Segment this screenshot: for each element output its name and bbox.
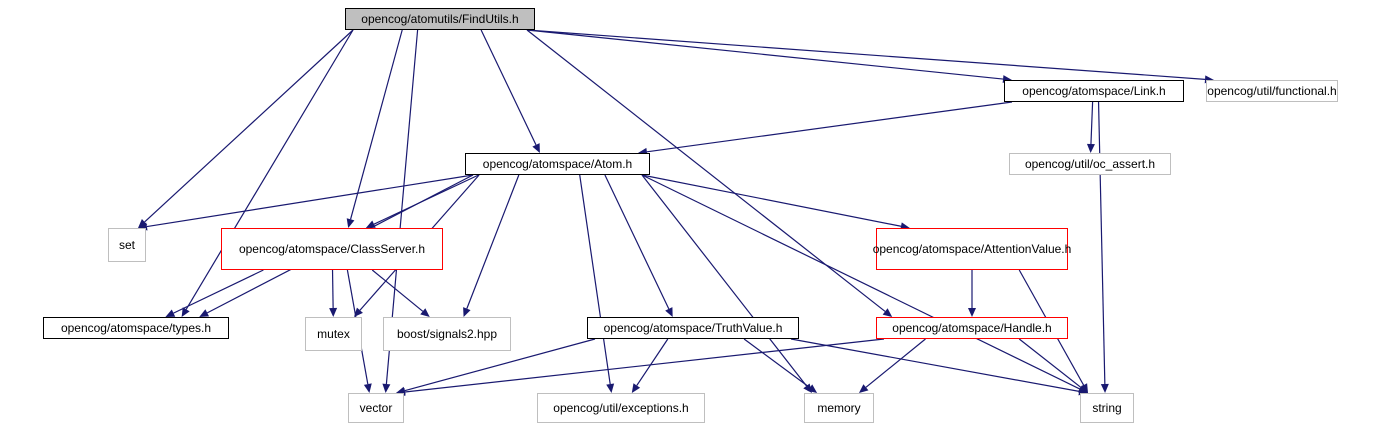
- node-handle[interactable]: opencog/atomspace/Handle.h: [876, 317, 1068, 339]
- edge-findutils-types: [185, 29, 354, 310]
- arrowhead-truthvalue-exceptions: [631, 383, 641, 393]
- arrowhead-findutils-classserver: [346, 218, 355, 228]
- edge-truthvalue-vector: [404, 338, 596, 392]
- edge-truthvalue-exceptions: [636, 338, 669, 386]
- node-label: memory: [817, 401, 861, 415]
- edge-handle-memory: [865, 338, 926, 388]
- arrowhead-handle-memory: [858, 384, 869, 393]
- edge-findutils-set: [144, 29, 354, 223]
- node-label: set: [118, 238, 135, 252]
- node-string[interactable]: string: [1080, 393, 1134, 423]
- node-vector[interactable]: vector: [348, 393, 404, 423]
- arrowhead-truthvalue-memory: [807, 384, 818, 393]
- node-atom[interactable]: opencog/atomspace/Atom.h: [465, 153, 650, 175]
- edge-handle-string: [1018, 338, 1082, 388]
- arrowhead-findutils-set: [138, 218, 148, 228]
- node-label: Value.h: [1031, 242, 1072, 256]
- arrowhead-classserver-mutex: [329, 307, 338, 317]
- node-label: opencog/atomspace/types.h: [60, 321, 212, 335]
- node-findutils[interactable]: opencog/atomutils/FindUtils.h: [345, 8, 535, 30]
- edge-findutils-classserver: [349, 29, 403, 220]
- node-label: opencog/atomspace/ClassServer.h: [238, 242, 426, 256]
- edge-atom-signals2: [466, 174, 520, 309]
- node-classserver[interactable]: opencog/atomspace/ClassServer.h: [221, 228, 443, 270]
- node-memory[interactable]: memory: [804, 393, 874, 423]
- edge-atom-attention: [641, 174, 902, 227]
- arrowhead-findutils-atom: [532, 143, 540, 153]
- arrowhead-findutils-types: [181, 307, 190, 317]
- edge-truthvalue-memory: [743, 338, 811, 389]
- node-truthvalue[interactable]: opencog/atomspace/TruthValue.h: [587, 317, 799, 339]
- node-mutex[interactable]: mutex: [305, 317, 362, 351]
- node-label: boost/signals2.hpp: [396, 327, 498, 341]
- node-oc_assert[interactable]: opencog/util/oc_assert.h: [1009, 153, 1171, 175]
- node-label: opencog/atomspace/Handle.h: [892, 321, 1052, 335]
- node-functional[interactable]: opencog/util/functional.h: [1206, 80, 1338, 102]
- arrowhead-handle-string: [1078, 384, 1088, 393]
- edge-truthvalue-string: [790, 338, 1080, 392]
- edge-atom-exceptions: [579, 174, 611, 385]
- node-exceptions[interactable]: opencog/util/exceptions.h: [537, 393, 705, 423]
- edge-handle-vector: [404, 338, 885, 393]
- arrowhead-attention-handle: [968, 308, 976, 317]
- node-label: opencog/atomspace/Attention: [872, 242, 1032, 256]
- edge-atom-truthvalue: [604, 174, 670, 310]
- edge-findutils-atom: [480, 29, 537, 146]
- edge-classserver-signals2: [371, 269, 424, 312]
- edge-classserver-types: [173, 269, 264, 314]
- node-link[interactable]: opencog/atomspace/Link.h: [1004, 80, 1184, 102]
- edge-findutils-functional: [526, 29, 1206, 80]
- node-label: opencog/atomspace/Link.h: [1022, 84, 1166, 98]
- node-label: mutex: [317, 327, 350, 341]
- node-label: opencog/atomspace/TruthValue.h: [603, 321, 783, 335]
- node-label: opencog/util/functional.h: [1207, 84, 1337, 98]
- edge-link-atom: [646, 101, 1013, 153]
- edge-findutils-link: [526, 29, 1004, 80]
- edge-atom-memory: [641, 174, 807, 387]
- arrowhead-atom-exceptions: [606, 383, 615, 393]
- edge-classserver-mutex: [331, 269, 334, 309]
- node-label: vector: [359, 401, 393, 415]
- arrowhead-classserver-types: [165, 309, 176, 317]
- arrowhead-link-string: [1100, 383, 1109, 393]
- edge-link-oc_assert: [1090, 101, 1094, 145]
- arrowhead-findutils-vector: [382, 383, 391, 393]
- node-set[interactable]: set: [108, 228, 146, 262]
- node-label: opencog/atomspace/Atom.h: [482, 157, 633, 171]
- node-label: opencog/util/exceptions.h: [553, 401, 689, 415]
- arrowhead-findutils-handle: [882, 308, 893, 317]
- node-label: opencog/util/oc_assert.h: [1024, 157, 1156, 171]
- node-label: opencog/atomutils/FindUtils.h: [361, 12, 519, 26]
- arrowhead-atom-truthvalue: [665, 307, 673, 317]
- arrowhead-link-oc_assert: [1086, 143, 1095, 153]
- node-signals2[interactable]: boost/signals2.hpp: [383, 317, 511, 351]
- arrowhead-atom-signals2: [463, 307, 471, 317]
- node-label: string: [1092, 401, 1122, 415]
- node-types[interactable]: opencog/atomspace/types.h: [43, 317, 229, 339]
- arrowhead-classserver-signals2: [420, 308, 430, 317]
- edge-link-string: [1097, 101, 1106, 385]
- arrowhead-classserver-vector: [363, 383, 372, 393]
- edge-atom-string: [641, 174, 1081, 390]
- arrowhead-atom-mutex: [354, 307, 363, 317]
- edge-atom-set: [146, 174, 474, 228]
- arrowhead-atom-types: [199, 309, 210, 317]
